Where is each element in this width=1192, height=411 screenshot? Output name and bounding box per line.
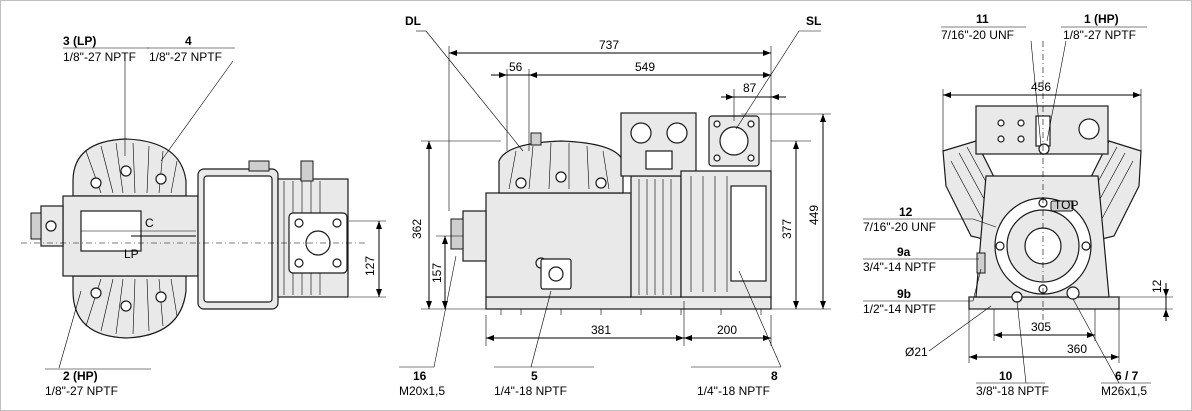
dim-737: 737 xyxy=(599,38,619,52)
callout-16-spec: M20x1,5 xyxy=(399,384,445,398)
callout-12-spec: 7/16"-20 UNF xyxy=(863,220,936,234)
dim-456: 456 xyxy=(1031,80,1051,94)
callout-1-number: 1 (HP) xyxy=(1084,12,1119,26)
dim-549: 549 xyxy=(635,60,655,74)
callout-4-spec: 1/8"-27 NPTF xyxy=(149,50,222,64)
callout-10-spec: 3/8"-18 NPTF xyxy=(976,384,1049,398)
callout-16-number: 16 xyxy=(413,369,427,383)
dim-360: 360 xyxy=(1067,342,1087,356)
callout-11-spec: 7/16"-20 UNF xyxy=(941,28,1014,42)
callout-3-number: 3 (LP) xyxy=(63,34,96,48)
base-frame xyxy=(485,296,772,310)
label-dl: DL xyxy=(405,14,421,28)
callout-11-number: 11 xyxy=(976,12,989,26)
callout-2-number: 2 (HP) xyxy=(63,369,98,383)
dim-127: 127 xyxy=(363,256,377,276)
callout-9b-spec: 1/2"-14 NPTF xyxy=(863,302,936,316)
terminal-box xyxy=(203,175,273,303)
dim-381: 381 xyxy=(591,323,611,337)
side-view: 737 56 549 87 362 157 377 449 38 xyxy=(399,14,831,398)
end-view: TOP 456 305 360 12 11 xyxy=(863,12,1173,398)
callout-67-spec: M26x1,5 xyxy=(1101,384,1147,398)
callout-2-spec: 1/8"-27 NPTF xyxy=(45,384,118,398)
callout-4-number: 4 xyxy=(185,34,192,48)
motor-fins xyxy=(630,175,682,298)
dim-12: 12 xyxy=(1150,279,1164,293)
callout-9b-number: 9b xyxy=(897,287,911,301)
callout-3-spec: 1/8"-27 NPTF xyxy=(63,50,136,64)
callout-1-spec: 1/8"-27 NPTF xyxy=(1063,28,1136,42)
label-sl: SL xyxy=(806,14,821,28)
mark-c: C xyxy=(145,216,154,230)
dim-87: 87 xyxy=(743,81,757,95)
dim-449: 449 xyxy=(807,205,821,225)
dim-56: 56 xyxy=(509,60,523,74)
end-base-plate xyxy=(968,296,1120,310)
callout-12-number: 12 xyxy=(899,205,913,219)
callout-9a-spec: 3/4"-14 NPTF xyxy=(863,260,936,274)
callout-10-number: 10 xyxy=(999,369,1013,383)
dim-diameter-21: Ø21 xyxy=(905,345,928,359)
dim-377: 377 xyxy=(780,219,794,239)
dim-200: 200 xyxy=(717,323,737,337)
dim-362: 362 xyxy=(410,219,424,239)
mark-lp: LP xyxy=(124,247,139,261)
callout-67-number: 6 / 7 xyxy=(1115,369,1139,383)
dim-305: 305 xyxy=(1031,320,1051,334)
top-view: 127 3 (LP) 1/8"-27 NPTF 4 1/8"-27 NPTF 2… xyxy=(21,34,386,398)
callout-8-spec: 1/4"-18 NPTF xyxy=(697,384,770,398)
side-oil-pump xyxy=(462,210,487,262)
callout-9a-number: 9a xyxy=(897,245,911,259)
plate-top: TOP xyxy=(1054,198,1078,212)
dim-157: 157 xyxy=(430,263,444,283)
callout-5-number: 5 xyxy=(531,369,538,383)
callout-5-spec: 1/4"-18 NPTF xyxy=(494,384,567,398)
callout-8-number: 8 xyxy=(771,369,778,383)
